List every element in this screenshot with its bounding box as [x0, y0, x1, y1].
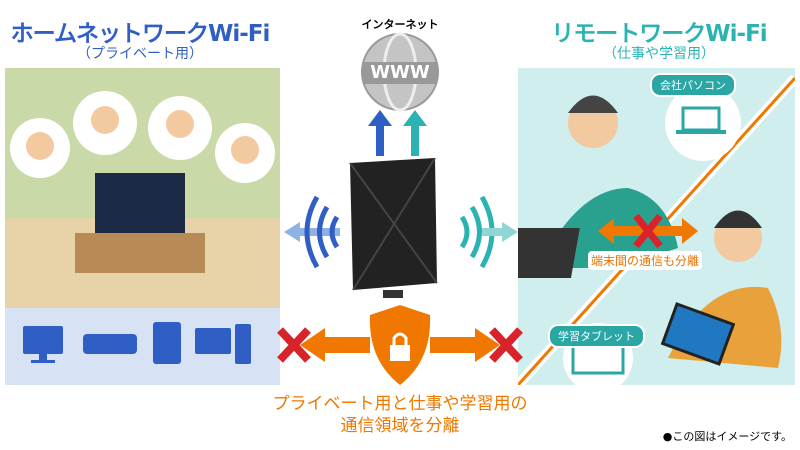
wifi-signals: [284, 195, 518, 269]
block-icon-left: [277, 327, 311, 363]
caption-line-2: 通信領域を分離: [340, 416, 460, 436]
caption-line-1: プライベート用と仕事や学習用の: [272, 394, 528, 414]
internet-label: インターネット: [361, 18, 439, 31]
globe-icon: [361, 32, 439, 112]
home-network-subtitle: （プライベート用）: [77, 46, 203, 62]
image-note: ●この図はイメージです。: [662, 430, 792, 443]
separation-label: 端末間の通信も分離: [588, 251, 703, 270]
separation-arrows: [598, 213, 698, 249]
remote-illustration-panel: 会社パソコン 学習タブレット 端末間の通信も分離: [518, 68, 795, 385]
globe-text: WWW: [370, 62, 430, 83]
privacy-separation-graphic: [277, 305, 523, 385]
bottom-caption: プライベート用と仕事や学習用の 通信領域を分離: [200, 393, 600, 437]
lock-icon: [392, 332, 408, 345]
block-icon-right: [489, 327, 523, 363]
family-illustration: [5, 68, 280, 385]
home-illustration-panel: [5, 68, 280, 385]
remote-work-subtitle: （仕事や学習用）: [603, 46, 715, 62]
company-pc-bubble: 会社パソコン: [650, 73, 736, 97]
up-down-arrows: [368, 110, 427, 156]
remote-work-illustration: [518, 74, 795, 385]
home-network-title: ホームネットワークWi-Fi: [10, 21, 271, 47]
study-tablet-bubble: 学習タブレット: [548, 324, 645, 348]
router-icon: [349, 158, 438, 298]
remote-work-title: リモートワークWi-Fi: [551, 21, 767, 47]
device-icons: [23, 322, 251, 364]
